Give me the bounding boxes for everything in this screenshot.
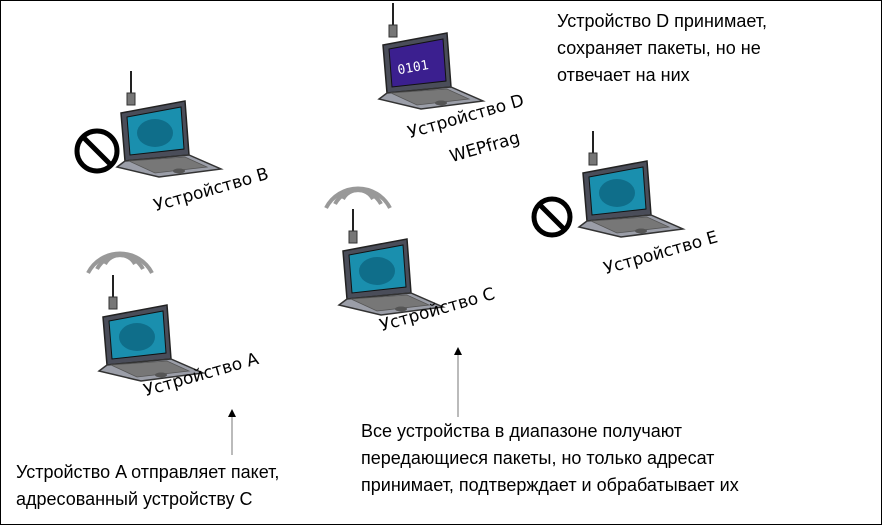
note-device-d: Устройство D принимает, сохраняет пакеты… [557,8,767,89]
laptop-icon-d[interactable]: 0101 [361,1,501,111]
signal-icon-a [86,251,154,274]
note-line: передающиеся пакеты, но только адресат [361,448,715,468]
laptop-icon-b[interactable] [99,69,239,179]
note-line: Все устройства в диапазоне получают [361,421,683,441]
laptop-graphic [97,275,206,382]
laptop-graphic [337,209,446,316]
note-line: отвечает на них [557,65,690,85]
note-broadcast: Все устройства в диапазоне получают пере… [361,418,739,499]
note-line: Устройство A отправляет пакет, [16,462,280,482]
no-entry-icon-b [74,128,120,174]
laptop-icon-c[interactable] [321,207,461,317]
arrow-to-device-c [454,347,462,417]
laptop-graphic: 0101 [377,3,486,110]
note-line: принимает, подтверждает и обрабатывает и… [361,475,739,495]
laptop-graphic [115,71,224,178]
no-entry-icon-e [531,196,573,238]
arrow-to-device-a [228,409,236,455]
note-line: адресованный устройству C [16,489,253,509]
note-line: сохраняет пакеты, но не [557,38,761,58]
laptop-icon-a[interactable] [81,273,221,383]
note-line: Устройство D принимает, [557,11,768,31]
svg-text:0101: 0101 [396,58,429,78]
note-device-a: Устройство A отправляет пакет, адресован… [16,459,279,513]
laptop-icon-e[interactable] [561,129,701,239]
signal-icon-c [324,186,392,209]
laptop-graphic [577,131,686,238]
